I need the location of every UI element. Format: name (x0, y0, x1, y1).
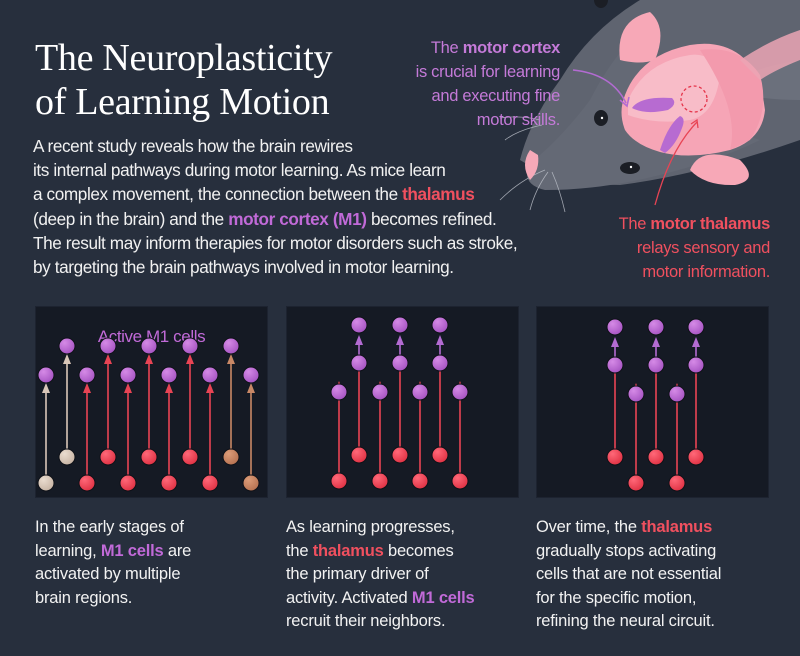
intro-line: The result may inform therapies for moto… (33, 232, 518, 253)
caption-text: recruit their neighbors. (286, 612, 446, 630)
intro-line: becomes refined. (366, 208, 497, 229)
intro-line: a complex movement, the connection betwe… (33, 184, 403, 205)
caption-refined-stage: Over time, the thalamus gradually stops … (536, 516, 776, 634)
annotation-text: motor skills. (476, 111, 561, 129)
caption-text: As learning progresses, (286, 518, 455, 536)
caption-text: activity. Activated (286, 588, 412, 607)
caption-text: Over time, the (536, 518, 642, 536)
caption-text: are (163, 541, 192, 560)
caption-text: learning, (35, 541, 101, 560)
stage-progress-diagram (286, 306, 519, 498)
thalamus-highlight: thalamus (641, 518, 713, 536)
thalamus-highlight: thalamus (402, 184, 475, 205)
annotation-text: motor information. (642, 263, 770, 281)
caption-text: activated by multiple (35, 565, 181, 583)
motor-cortex-annotation: The motor cortex is crucial for learning… (380, 36, 561, 132)
annotation-text: relays sensory and (636, 239, 770, 257)
intro-line: its internal pathways during motor learn… (33, 160, 446, 181)
intro-line: (deep in the brain) and the (33, 208, 229, 229)
motor-thalamus-annotation: The motor thalamus relays sensory and mo… (560, 212, 771, 284)
caption-text: In the early stages of (35, 518, 184, 536)
caption-text: becomes (383, 541, 454, 560)
mouse-brain-illustration (499, 0, 800, 213)
m1-cells-highlight: M1 cells (100, 541, 164, 560)
annotation-text: The (430, 39, 463, 57)
caption-text: gradually stops activating (536, 541, 717, 560)
caption-text: the primary driver of (286, 565, 429, 583)
caption-text: cells that are not essential (536, 565, 722, 583)
page-title: The Neuroplasticity of Learning Motion (35, 36, 332, 124)
caption-text: refining the neural circuit. (536, 612, 715, 630)
intro-line: by targeting the brain pathways involved… (33, 257, 454, 278)
motor-cortex-highlight: motor cortex (M1) (228, 208, 367, 229)
motor-thalamus-label: motor thalamus (650, 215, 770, 233)
caption-text: the (286, 541, 313, 560)
neuron-circuit-early (37, 337, 260, 492)
annotation-text: and executing fine (431, 87, 560, 105)
annotation-text: is crucial for learning (415, 63, 561, 81)
thalamus-highlight: thalamus (312, 541, 384, 560)
caption-text: for the specific motion, (536, 588, 697, 607)
motor-cortex-label: motor cortex (462, 39, 561, 57)
stage-early-diagram: Active M1 cells (35, 306, 268, 498)
neuron-circuit-progress (330, 316, 469, 490)
m1-cells-highlight: M1 cells (411, 588, 475, 607)
stage-refined-diagram (536, 306, 769, 498)
caption-text: brain regions. (35, 588, 133, 607)
active-m1-cells-label: Active M1 cells (97, 327, 206, 346)
caption-early-stage: In the early stages of learning, M1 cell… (35, 516, 250, 610)
neuron-circuit-refined (606, 318, 705, 492)
title-line-1: The Neuroplasticity (35, 37, 333, 79)
title-line-2: of Learning Motion (35, 81, 330, 123)
intro-line: A recent study reveals how the brain rew… (33, 136, 353, 156)
intro-paragraph: A recent study reveals how the brain rew… (33, 134, 533, 279)
annotation-text: The (618, 215, 651, 233)
caption-progress-stage: As learning progresses, the thalamus bec… (286, 516, 501, 634)
